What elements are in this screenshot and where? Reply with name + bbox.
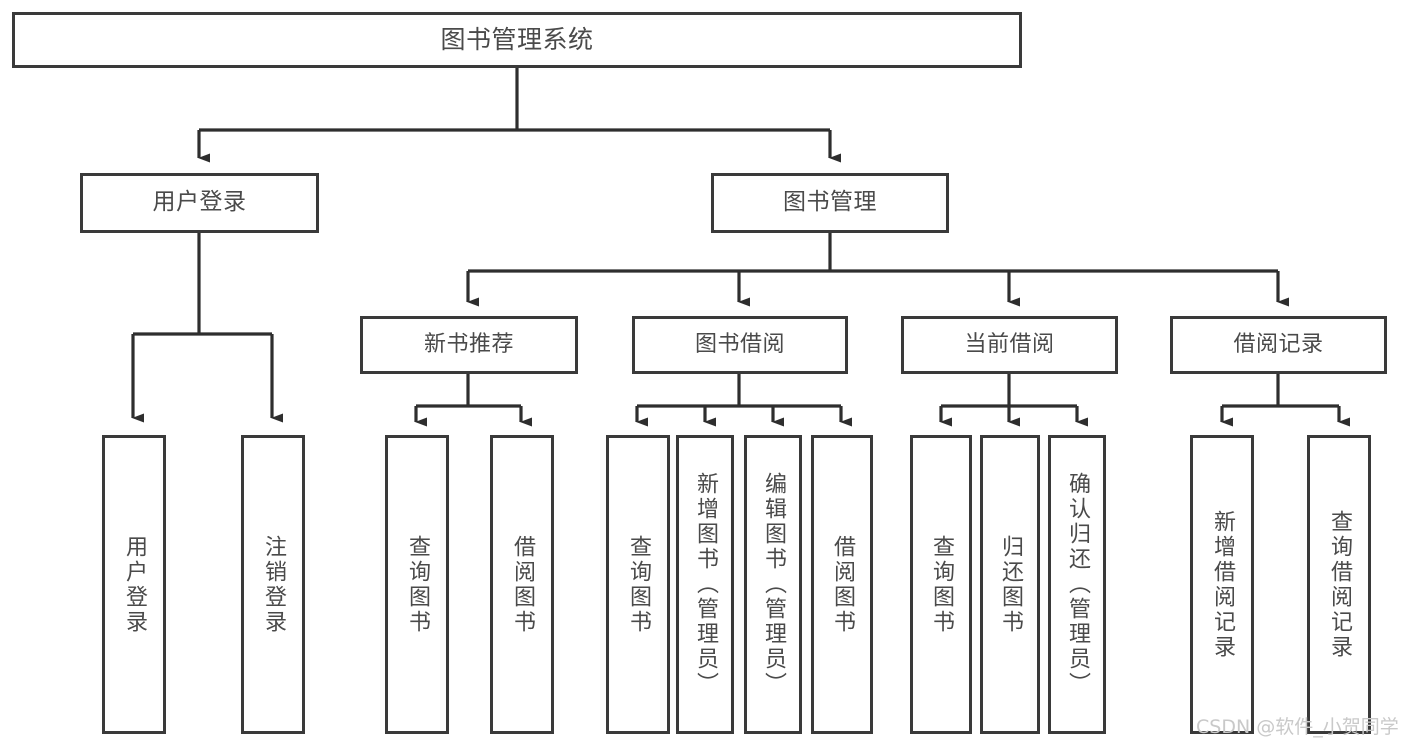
node-label: 新增借阅记录 [1210,509,1235,660]
leaf-book-borrow-borrow-book[interactable]: 借阅图书 [811,435,873,734]
leaf-current-borrow-query-book[interactable]: 查询图书 [910,435,972,734]
node-borrow-record[interactable]: 借阅记录 [1170,316,1387,374]
leaf-user-login-logout[interactable]: 注销登录 [241,435,305,734]
node-label: 确认归还（管理员） [1065,472,1090,697]
node-book-management[interactable]: 图书管理 [711,173,949,233]
node-label: 注销登录 [261,534,286,635]
leaf-current-borrow-confirm-return-admin[interactable]: 确认归还（管理员） [1048,435,1106,734]
leaf-new-book-query-book[interactable]: 查询图书 [385,435,449,734]
node-label: 借阅记录 [1233,331,1324,357]
node-label: 查询借阅记录 [1327,509,1352,660]
leaf-borrow-record-add-record[interactable]: 新增借阅记录 [1190,435,1254,734]
leaf-book-borrow-edit-book-admin[interactable]: 编辑图书（管理员） [744,435,802,734]
node-new-book-recommend[interactable]: 新书推荐 [360,316,578,374]
node-label: 查询图书 [929,534,954,635]
node-label: 查询图书 [626,534,651,635]
node-label: 用户登录 [122,534,147,635]
leaf-book-borrow-add-book-admin[interactable]: 新增图书（管理员） [676,435,734,734]
node-label: 图书管理 [783,189,877,216]
node-label: 新书推荐 [423,331,514,357]
node-current-borrow[interactable]: 当前借阅 [901,316,1118,374]
node-user-login[interactable]: 用户登录 [80,173,319,233]
leaf-user-login-login[interactable]: 用户登录 [102,435,166,734]
node-label: 图书管理系统 [440,25,594,54]
node-label: 用户登录 [152,189,247,216]
node-label: 借阅图书 [510,534,535,635]
node-label: 当前借阅 [964,331,1055,357]
node-label: 归还图书 [998,534,1023,635]
node-label: 编辑图书（管理员） [761,472,786,697]
leaf-new-book-borrow-book[interactable]: 借阅图书 [490,435,554,734]
node-root-book-management-system[interactable]: 图书管理系统 [12,12,1022,68]
node-label: 图书借阅 [694,331,785,357]
node-label: 新增图书（管理员） [693,472,718,697]
node-label: 借阅图书 [830,534,855,635]
leaf-current-borrow-return-book[interactable]: 归还图书 [980,435,1040,734]
node-book-borrow[interactable]: 图书借阅 [632,316,848,374]
leaf-borrow-record-query-record[interactable]: 查询借阅记录 [1307,435,1371,734]
node-label: 查询图书 [405,534,430,635]
leaf-book-borrow-query-book[interactable]: 查询图书 [606,435,670,734]
